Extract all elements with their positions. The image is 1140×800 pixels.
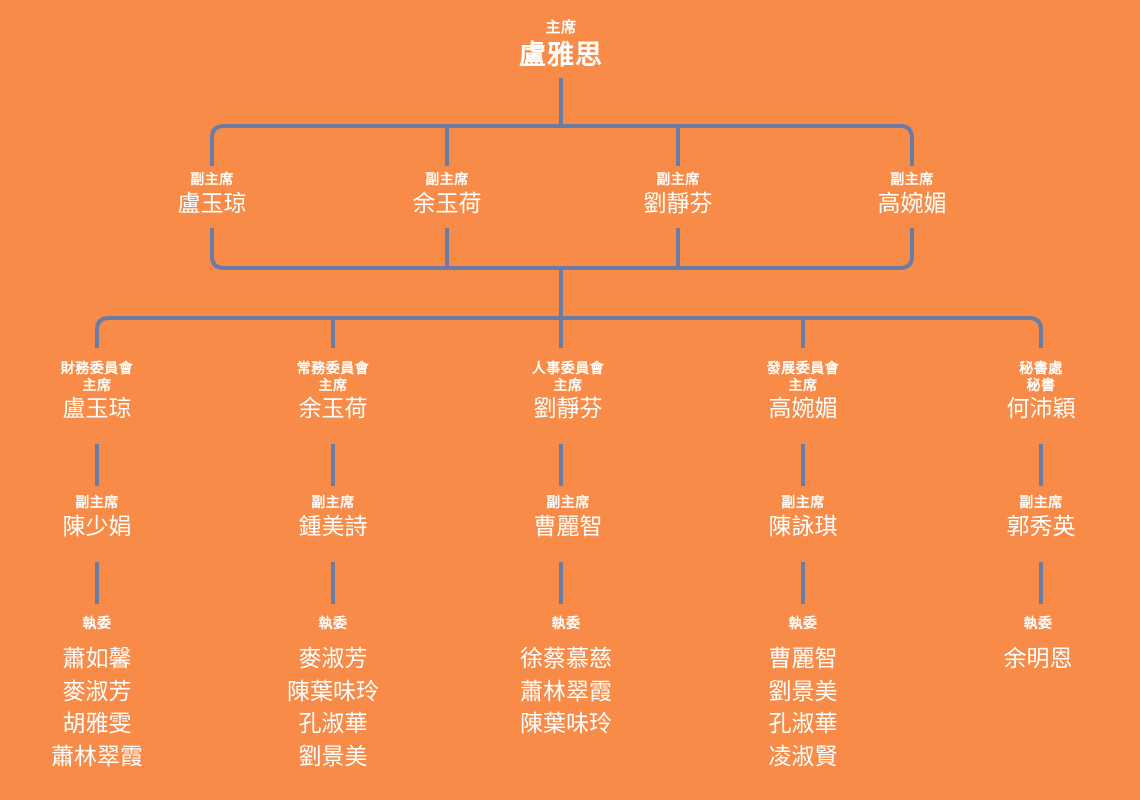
node-name-label: 何沛穎	[1006, 395, 1076, 422]
node-committee-deputy-5[interactable]: 副主席 郭秀英	[1006, 494, 1076, 540]
node-role-label: 主席	[82, 377, 112, 394]
node-committee-head-3[interactable]: 人事委員會 主席 劉靜芬	[531, 360, 605, 422]
node-role-label: 秘書	[1026, 377, 1056, 394]
node-role-label: 副主席	[890, 171, 934, 187]
member-name: 劉景美	[768, 677, 838, 704]
node-vice-chair-1[interactable]: 副主席 盧玉琼	[177, 171, 247, 217]
node-member-list-5[interactable]: 執委 余明恩	[1004, 613, 1073, 675]
member-name: 麥淑芳	[62, 677, 132, 704]
node-role-label: 主席	[545, 19, 577, 36]
node-role-label: 主席	[553, 377, 583, 394]
node-role-label: 副主席	[425, 171, 469, 187]
member-name: 孔淑華	[298, 710, 368, 737]
node-role-label: 主席	[788, 377, 818, 394]
node-unit-label: 人事委員會	[531, 360, 605, 376]
member-name: 胡雅雯	[62, 710, 132, 737]
member-name: 孔淑華	[768, 710, 838, 737]
node-role-label: 副主席	[311, 494, 355, 510]
node-name-label: 陳詠琪	[768, 513, 838, 540]
member-name: 陳葉味玲	[520, 710, 612, 737]
node-name-label: 陳少娟	[62, 513, 132, 540]
member-name: 蕭如馨	[62, 645, 132, 671]
node-role-label: 副主席	[656, 171, 700, 187]
node-name-label: 高婉媚	[768, 395, 838, 422]
node-role-label: 副主席	[190, 171, 234, 187]
node-name-label: 盧雅思	[519, 40, 603, 71]
node-name-label: 劉靜芬	[533, 395, 603, 422]
connector-level2-top-bracket	[210, 124, 914, 166]
node-unit-label: 財務委員會	[60, 360, 134, 376]
node-role-label: 副主席	[75, 494, 119, 510]
node-name-label: 劉靜芬	[643, 190, 713, 217]
node-name-label: 曹麗智	[533, 513, 603, 540]
member-name: 陳葉味玲	[287, 677, 379, 704]
member-name: 劉景美	[298, 742, 368, 769]
node-name-label: 郭秀英	[1006, 513, 1076, 540]
node-committee-head-1[interactable]: 財務委員會 主席 盧玉琼	[60, 360, 134, 422]
node-member-list-4[interactable]: 執委 曹麗智 劉景美 孔淑華 凌淑賢	[769, 613, 838, 773]
member-name: 曹麗智	[768, 645, 838, 671]
node-role-label: 執委	[1023, 615, 1053, 631]
node-role-label: 副主席	[781, 494, 825, 510]
node-role-label: 執委	[318, 615, 348, 631]
node-chairperson[interactable]: 主席 盧雅思	[519, 19, 603, 71]
node-member-list-2[interactable]: 執委 麥淑芳 陳葉味玲 孔淑華 劉景美	[287, 613, 379, 773]
node-committee-deputy-3[interactable]: 副主席 曹麗智	[533, 494, 603, 540]
member-name: 蕭林翠霞	[51, 742, 143, 769]
node-role-label: 副主席	[1019, 494, 1063, 510]
node-name-label: 盧玉琼	[62, 395, 132, 422]
node-unit-label: 秘書處	[1019, 360, 1063, 376]
node-name-label: 鍾美詩	[298, 513, 368, 540]
member-name: 蕭林翠霞	[520, 677, 612, 704]
node-name-label: 余玉荷	[412, 190, 482, 217]
node-unit-label: 發展委員會	[766, 360, 840, 376]
node-role-label: 主席	[318, 377, 348, 394]
node-committee-head-2[interactable]: 常務委員會 主席 余玉荷	[296, 360, 370, 422]
node-member-list-3[interactable]: 執委 徐蔡慕慈 蕭林翠霞 陳葉味玲	[520, 613, 612, 740]
node-name-label: 盧玉琼	[177, 190, 247, 217]
node-vice-chair-4[interactable]: 副主席 高婉媚	[877, 171, 947, 217]
connector-level3-bracket	[95, 316, 1043, 348]
node-role-label: 執委	[82, 615, 112, 631]
node-committee-head-5[interactable]: 秘書處 秘書 何沛穎	[1006, 360, 1076, 422]
member-name: 徐蔡慕慈	[520, 645, 612, 671]
connector-level2-bottom-bracket	[210, 228, 914, 270]
node-role-label: 副主席	[546, 494, 590, 510]
node-committee-deputy-1[interactable]: 副主席 陳少娟	[62, 494, 132, 540]
node-name-label: 高婉媚	[877, 190, 947, 217]
node-role-label: 執委	[551, 615, 581, 631]
node-committee-deputy-2[interactable]: 副主席 鍾美詩	[298, 494, 368, 540]
node-name-label: 余玉荷	[298, 395, 368, 422]
node-member-list-1[interactable]: 執委 蕭如馨 麥淑芳 胡雅雯 蕭林翠霞	[51, 613, 143, 773]
member-name: 余明恩	[1003, 645, 1073, 671]
node-role-label: 執委	[788, 615, 818, 631]
node-unit-label: 常務委員會	[296, 360, 370, 376]
member-name: 凌淑賢	[768, 742, 838, 769]
node-vice-chair-2[interactable]: 副主席 余玉荷	[412, 171, 482, 217]
node-committee-deputy-4[interactable]: 副主席 陳詠琪	[768, 494, 838, 540]
node-vice-chair-3[interactable]: 副主席 劉靜芬	[643, 171, 713, 217]
node-committee-head-4[interactable]: 發展委員會 主席 高婉媚	[766, 360, 840, 422]
member-name: 麥淑芳	[298, 645, 368, 671]
